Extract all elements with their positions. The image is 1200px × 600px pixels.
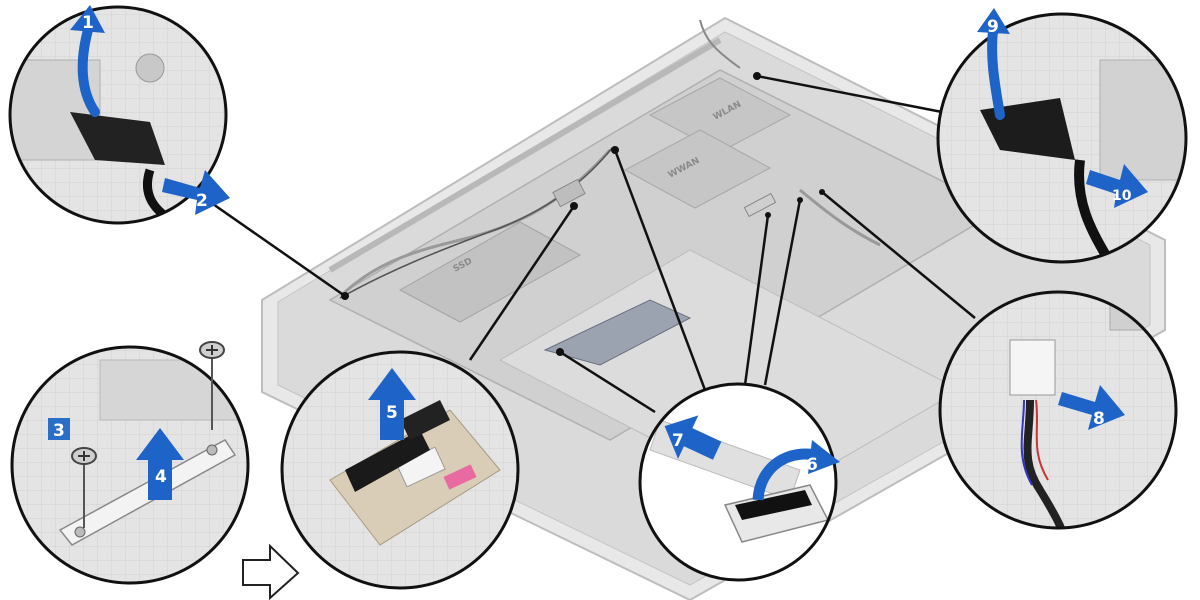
wwan-card	[623, 129, 772, 209]
step-8-label: 8	[1093, 409, 1105, 429]
callout-touchpad-connector: 7 6	[638, 382, 840, 582]
blue-arrow-icon	[77, 25, 100, 117]
blue-arrow-icon	[368, 368, 416, 440]
step-1-label: 1	[82, 13, 94, 33]
callout-display-connector: 5	[280, 350, 520, 590]
callout-display-cable-2: 9 10	[936, 8, 1188, 264]
step-9-label: 9	[987, 17, 999, 37]
blue-arrow-icon	[1058, 385, 1125, 430]
display-connector	[400, 400, 450, 440]
step-10-label: 10	[1112, 188, 1132, 204]
ssd-module	[398, 221, 582, 323]
leader-lines	[199, 74, 976, 414]
step-6-label: 6	[806, 455, 818, 475]
step-3-badge	[48, 418, 70, 440]
step-3-label: 3	[53, 421, 65, 441]
step-7-label: 7	[672, 431, 684, 451]
hollow-arrow-icon	[242, 543, 300, 600]
step-2-label: 2	[196, 191, 208, 211]
blue-arrow-icon	[70, 5, 105, 33]
screw-icon	[199, 341, 225, 430]
screw-icon	[71, 447, 97, 528]
callout-bracket: 3 4	[10, 341, 250, 585]
blue-arrow-icon	[987, 25, 1005, 120]
curved-arrow-icon	[808, 440, 840, 474]
blue-arrow-icon	[136, 428, 184, 500]
blue-arrow-icon	[162, 170, 230, 215]
step-4-label: 4	[155, 467, 167, 487]
callout-display-cable-1: 1 2	[8, 5, 230, 225]
blue-arrow-icon	[664, 415, 722, 460]
step-5-label: 5	[386, 403, 398, 423]
blue-arrow-icon	[1086, 164, 1148, 208]
blue-arrow-icon	[977, 8, 1010, 34]
callout-coin-cell: 8	[938, 290, 1178, 530]
